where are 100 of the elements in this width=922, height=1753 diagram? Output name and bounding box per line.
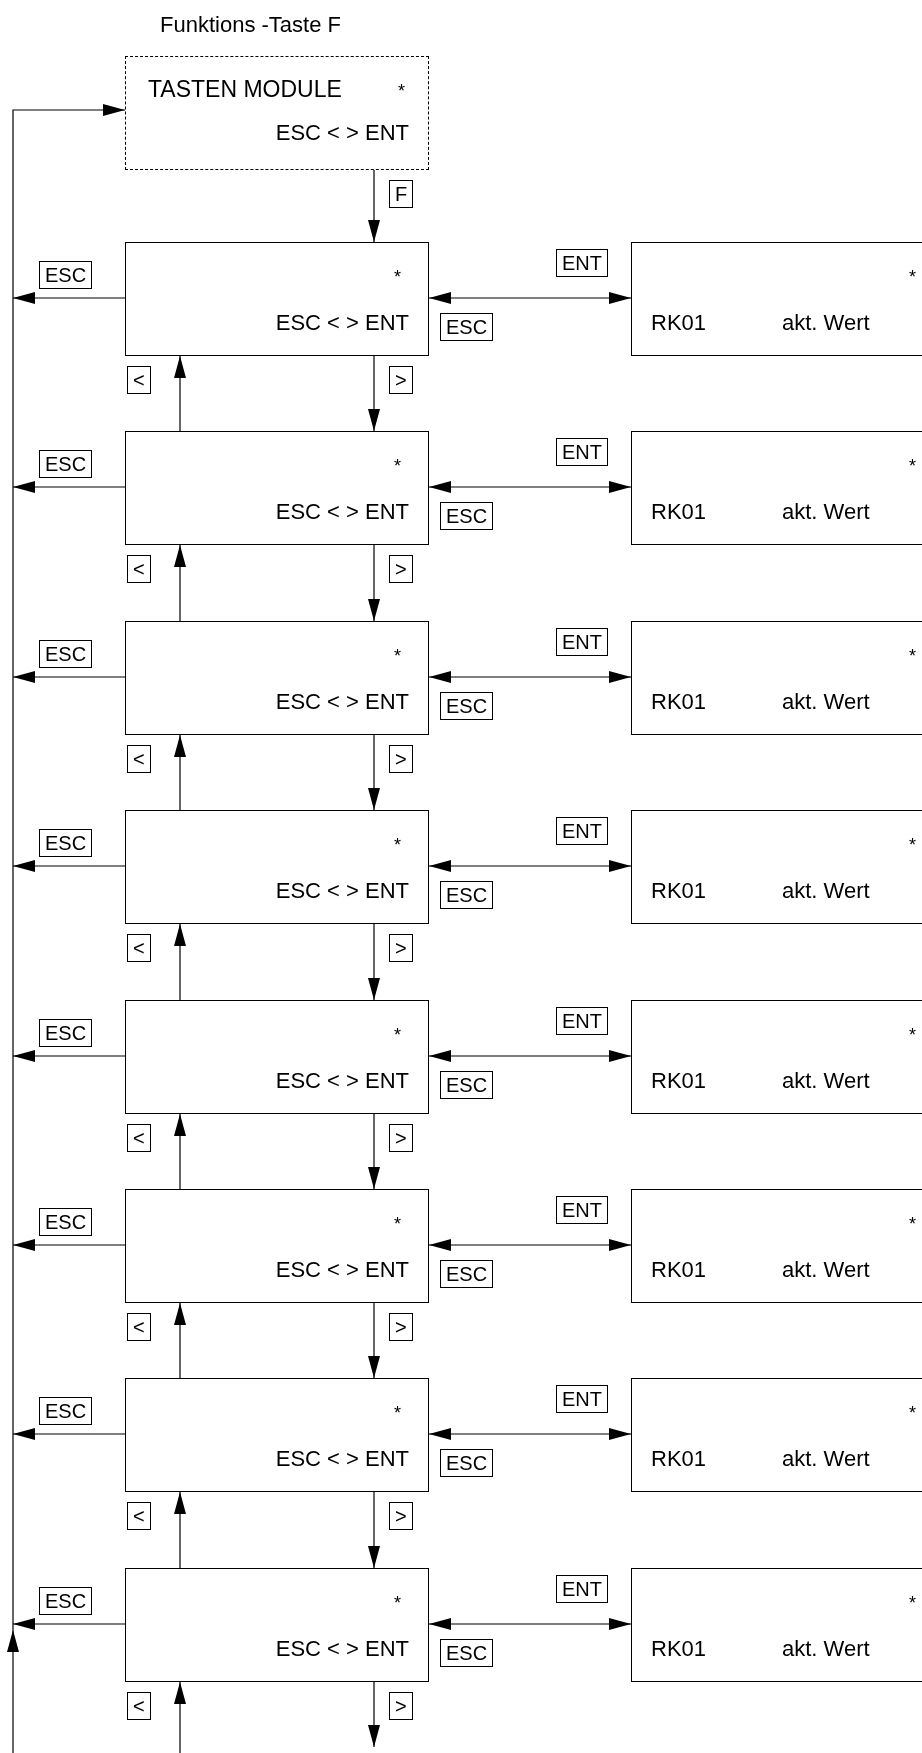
arrow	[174, 1113, 186, 1190]
arrow	[12, 1050, 126, 1062]
arrow	[174, 1302, 186, 1379]
display-text: ESC < > ENT	[275, 1256, 409, 1284]
key-label: ENT	[556, 249, 608, 277]
key-label: ENT	[556, 628, 608, 656]
display-text: *	[909, 834, 916, 857]
display-text: *	[394, 834, 401, 857]
display-text: RK01	[651, 1067, 707, 1095]
key-label: ENT	[556, 817, 608, 845]
arrow	[12, 1428, 126, 1440]
display-text: *	[394, 1402, 401, 1425]
key-label: >	[389, 1313, 413, 1341]
display-text: akt. Wert	[782, 498, 870, 526]
arrow	[12, 860, 126, 872]
arrow	[12, 671, 126, 683]
arrow	[428, 1050, 632, 1062]
display-text: RK01	[651, 1445, 707, 1473]
display-text: ESC < > ENT	[275, 309, 409, 337]
key-label: ESC	[440, 1639, 494, 1667]
display-text: *	[909, 455, 916, 478]
arrow	[12, 1239, 126, 1251]
key-label: <	[127, 1313, 151, 1341]
key-label: ESC	[39, 640, 93, 668]
display-text: ESC < > ENT	[275, 119, 409, 147]
display-text: ESC < > ENT	[275, 688, 409, 716]
arrow	[368, 169, 380, 243]
arrow	[428, 860, 632, 872]
display-text: *	[909, 1024, 916, 1047]
display-text: TASTEN MODULE	[148, 75, 342, 103]
arrow	[12, 104, 126, 1631]
key-label: <	[127, 1502, 151, 1530]
menu-display-box	[125, 810, 429, 924]
menu-display-box	[125, 1378, 429, 1492]
display-text: RK01	[651, 1256, 707, 1284]
arrow	[428, 671, 632, 683]
menu-display-box	[125, 431, 429, 545]
arrow	[12, 1618, 126, 1630]
value-display-box	[631, 1568, 922, 1682]
display-text: akt. Wert	[782, 1445, 870, 1473]
key-label: ENT	[556, 438, 608, 466]
display-text: *	[394, 266, 401, 289]
display-text: akt. Wert	[782, 309, 870, 337]
menu-display-box	[125, 56, 429, 170]
menu-display-box	[125, 1189, 429, 1303]
value-display-box	[631, 431, 922, 545]
key-label: <	[127, 1124, 151, 1152]
key-label: <	[127, 934, 151, 962]
display-text: RK01	[651, 877, 707, 905]
value-display-box	[631, 621, 922, 735]
display-text: akt. Wert	[782, 688, 870, 716]
key-label: ESC	[39, 261, 93, 289]
display-text: RK01	[651, 309, 707, 337]
title: Funktions -Taste F	[160, 11, 341, 39]
key-label: ESC	[440, 502, 494, 530]
arrow	[368, 923, 380, 1001]
value-display-box	[631, 1378, 922, 1492]
display-text: RK01	[651, 498, 707, 526]
key-label: ESC	[440, 313, 494, 341]
display-text: *	[394, 455, 401, 478]
arrow	[368, 1491, 380, 1569]
display-text: *	[909, 1592, 916, 1615]
arrow	[428, 481, 632, 493]
key-label: ESC	[39, 1208, 93, 1236]
key-label: >	[389, 934, 413, 962]
arrow	[174, 544, 186, 622]
menu-display-box	[125, 242, 429, 356]
arrow	[174, 1681, 186, 1753]
key-label: ESC	[440, 1071, 494, 1099]
display-text: *	[394, 1024, 401, 1047]
arrow	[368, 1681, 380, 1748]
display-text: *	[909, 1213, 916, 1236]
arrow	[428, 1618, 632, 1630]
value-display-box	[631, 1000, 922, 1114]
key-label: ESC	[440, 1260, 494, 1288]
key-label: <	[127, 745, 151, 773]
value-display-box	[631, 1189, 922, 1303]
key-label: ENT	[556, 1007, 608, 1035]
arrow	[368, 1302, 380, 1379]
arrow	[7, 1629, 19, 1753]
display-text: *	[394, 645, 401, 668]
value-display-box	[631, 810, 922, 924]
key-label: ESC	[39, 1019, 93, 1047]
key-label: >	[389, 745, 413, 773]
display-text: akt. Wert	[782, 877, 870, 905]
key-label: >	[389, 1124, 413, 1152]
display-text: *	[394, 1213, 401, 1236]
menu-display-box	[125, 621, 429, 735]
menu-display-box	[125, 1568, 429, 1682]
arrow	[368, 355, 380, 432]
key-label: ESC	[39, 829, 93, 857]
display-text: akt. Wert	[782, 1635, 870, 1663]
arrow	[12, 481, 126, 493]
arrow	[368, 1113, 380, 1190]
key-label: ESC	[39, 450, 93, 478]
key-label: ESC	[39, 1587, 93, 1615]
key-label: ESC	[440, 692, 494, 720]
value-display-box	[631, 242, 922, 356]
arrow	[174, 1491, 186, 1569]
display-text: akt. Wert	[782, 1256, 870, 1284]
